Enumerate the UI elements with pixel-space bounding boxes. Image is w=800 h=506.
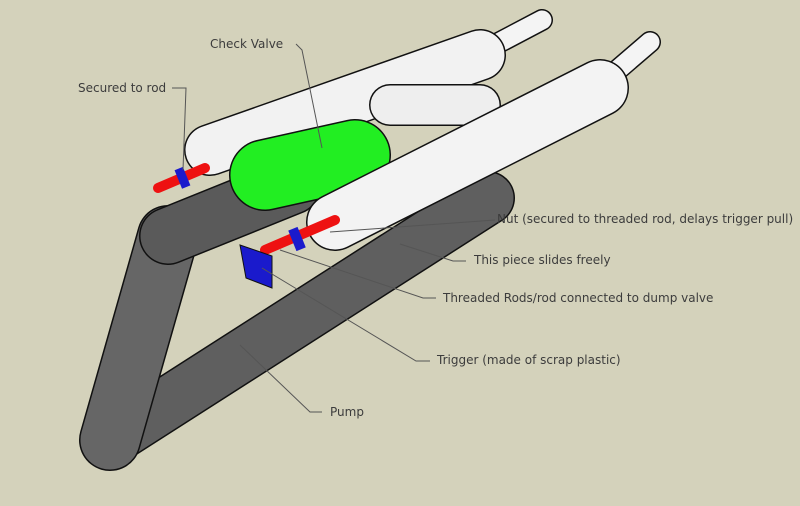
- label-slides-freely: This piece slides freely: [474, 253, 611, 267]
- nut-left: [174, 166, 191, 189]
- nut-right: [288, 226, 306, 252]
- leader-lines: [172, 43, 496, 413]
- label-nut: Nut (secured to threaded rod, delays tri…: [497, 212, 794, 226]
- pump: [79, 157, 515, 471]
- trigger: [239, 244, 273, 289]
- label-check-valve: Check Valve: [210, 37, 284, 51]
- label-secured-to-rod: Secured to rod: [78, 81, 167, 95]
- pipes: [184, 9, 661, 251]
- rods: [153, 163, 340, 255]
- label-pump: Pump: [330, 405, 364, 419]
- label-trigger: Trigger (made of scrap plastic): [437, 353, 621, 367]
- label-threaded-rods: Threaded Rods/rod connected to dump valv…: [443, 291, 714, 305]
